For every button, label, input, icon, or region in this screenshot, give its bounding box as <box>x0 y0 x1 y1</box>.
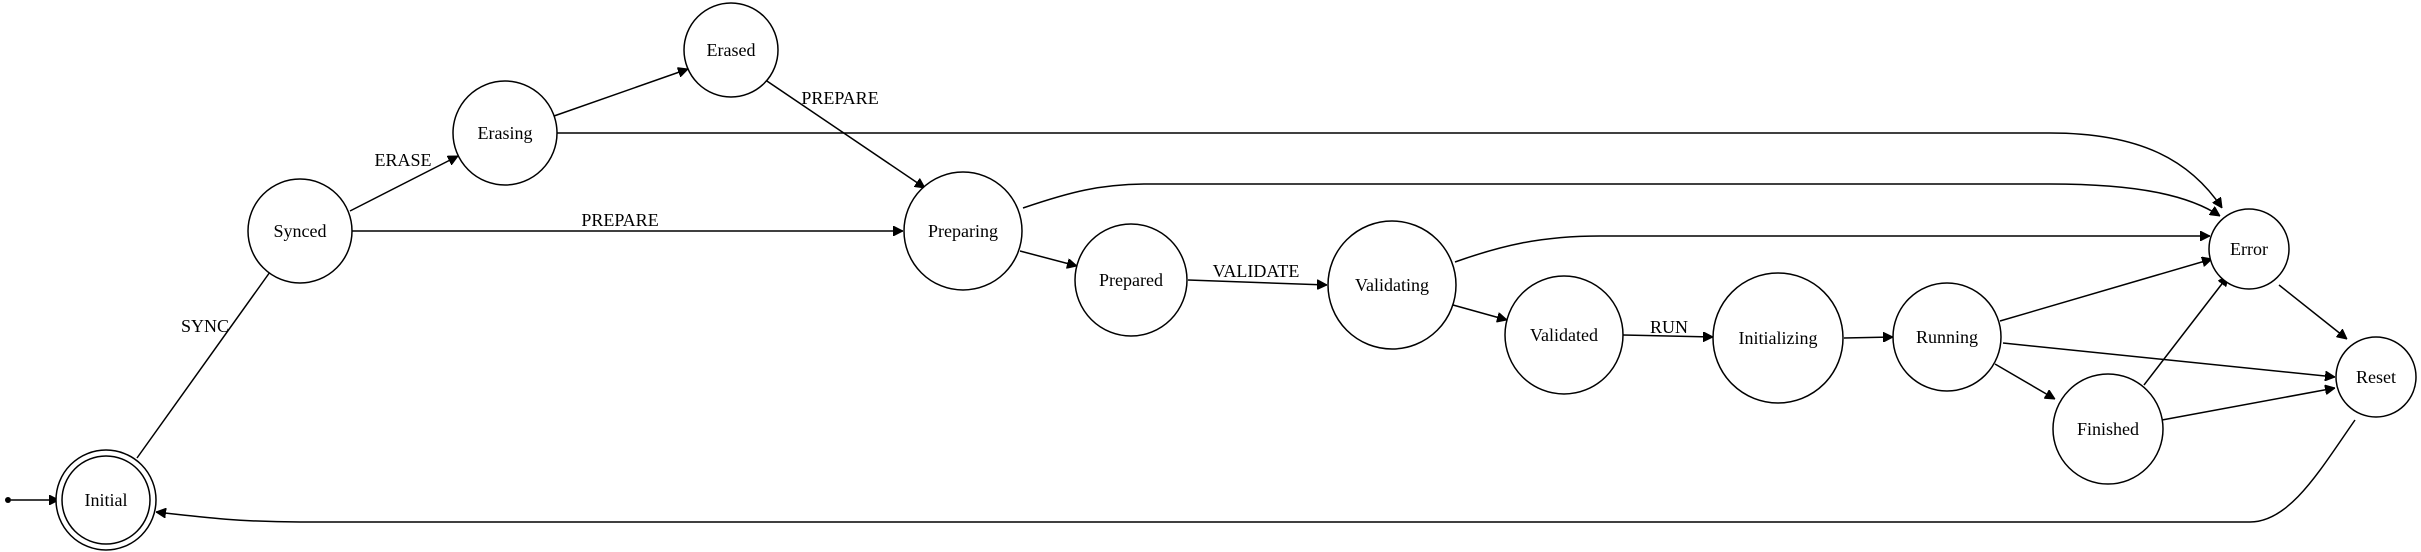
state-initializing: Initializing <box>1712 272 1844 404</box>
edges <box>5 69 2356 523</box>
edge-label-sync: SYNC <box>181 316 229 336</box>
state-preparing: Preparing <box>903 171 1023 291</box>
edge-erasing-error <box>557 132 2223 208</box>
state-label-reset: Reset <box>2356 367 2396 387</box>
edge-running-error <box>1999 259 2212 322</box>
edge-validating-error <box>1454 236 2210 263</box>
state-validated: Validated <box>1504 275 1624 395</box>
edge-label-run: RUN <box>1650 317 1688 337</box>
state-label-validating: Validating <box>1355 275 1429 295</box>
state-label-validated: Validated <box>1530 325 1598 345</box>
edge-label-validate: VALIDATE <box>1213 261 1300 281</box>
edge-validated-initializing <box>1622 335 1713 337</box>
start-point <box>5 497 11 503</box>
state-erased: Erased <box>683 2 779 98</box>
edge-running-finished <box>1994 363 2055 400</box>
state-running: Running <box>1892 282 2002 392</box>
edge-finished-error <box>2143 276 2228 386</box>
edge-finished-reset <box>2161 388 2335 421</box>
state-label-synced: Synced <box>274 221 327 241</box>
state-label-error: Error <box>2230 239 2268 259</box>
state-label-finished: Finished <box>2077 419 2139 439</box>
state-validating: Validating <box>1327 220 1457 350</box>
state-label-initial: Initial <box>85 490 128 510</box>
edge-prepared-validating <box>1187 279 1327 285</box>
state-prepared: Prepared <box>1074 223 1188 337</box>
edge-error-reset <box>2278 284 2347 339</box>
edge-synced-erasing <box>349 155 458 212</box>
state-finished: Finished <box>2052 373 2164 485</box>
state-label-prepared: Prepared <box>1099 270 1163 290</box>
edge-preparing-prepared <box>1019 250 1077 266</box>
edge-label-prepare-erased: PREPARE <box>801 88 878 108</box>
edge-running-reset <box>2002 342 2335 377</box>
state-label-erased: Erased <box>707 40 756 60</box>
state-label-initializing: Initializing <box>1739 328 1818 348</box>
state-reset: Reset <box>2335 336 2417 418</box>
state-label-running: Running <box>1916 327 1978 347</box>
state-label-erasing: Erasing <box>478 123 533 143</box>
edge-label-erase: ERASE <box>374 150 431 170</box>
edge-preparing-error <box>1022 183 2220 217</box>
state-label-preparing: Preparing <box>928 221 998 241</box>
state-erasing: Erasing <box>452 80 558 186</box>
edge-validating-validated <box>1452 304 1507 320</box>
state-initial: Initial <box>55 449 157 551</box>
edge-erased-preparing <box>760 76 925 188</box>
state-error: Error <box>2208 208 2290 290</box>
edge-labels: SYNC ERASE PREPARE PREPARE VALIDATE RUN <box>181 88 1688 337</box>
edge-reset-initial <box>156 419 2356 523</box>
edge-label-prepare-synced: PREPARE <box>581 210 658 230</box>
edge-initial-synced <box>136 265 275 459</box>
edge-initializing-running <box>1843 337 1893 338</box>
state-synced: Synced <box>247 178 353 284</box>
edge-erasing-erased <box>553 69 688 117</box>
